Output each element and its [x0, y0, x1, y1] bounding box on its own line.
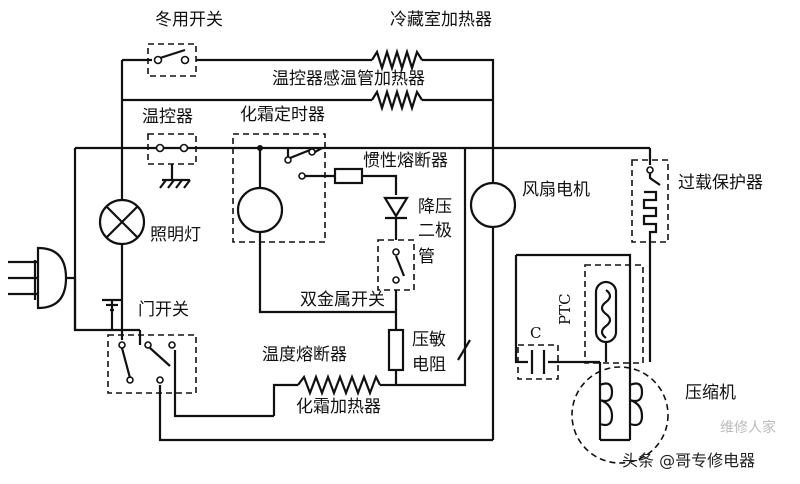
inertia-fuse-label: 惯性熔断器: [363, 151, 448, 171]
defrost-heater-resistor: [297, 373, 381, 397]
fan-motor-label: 风扇电机: [522, 180, 590, 200]
door-switch: [107, 330, 197, 394]
step-down-diode-label-2: 二极: [418, 221, 452, 241]
thermostat-tube-heater-resistor: [371, 88, 423, 112]
thermostat-label: 温控器: [142, 107, 193, 127]
bimetal-switch: [377, 239, 415, 291]
slash-mark: [457, 339, 471, 361]
step-down-diode-label-3: 管: [418, 247, 435, 267]
winter-switch: [147, 43, 197, 77]
watermark-faint: 维修人家: [720, 419, 776, 436]
door-switch-label: 门开关: [138, 300, 189, 320]
ptc-starter: [584, 264, 644, 364]
inertia-fuse: [333, 167, 364, 185]
defrost-timer: [232, 133, 326, 243]
winter-switch-label: 冬用开关: [155, 10, 223, 30]
ptc-label: PTC: [556, 293, 574, 325]
temp-fuse-label: 温度熔断器: [262, 345, 347, 365]
light-label: 照明灯: [150, 225, 201, 245]
fridge-heater-label: 冷藏室加热器: [390, 10, 492, 30]
power-plug-icon: [8, 246, 77, 310]
overload-protector: [631, 159, 669, 243]
varistor: [387, 328, 405, 372]
defrost-heater-label: 化霜加热器: [296, 397, 381, 417]
diode-icon: [383, 196, 409, 220]
capacitor-icon: [517, 344, 559, 380]
bimetal-switch-label: 双金属开关: [300, 290, 385, 310]
step-down-diode-label-1: 降压: [418, 197, 452, 217]
varistor-label-1: 压敏: [412, 330, 446, 350]
light-bulb-icon: [98, 198, 146, 246]
defrost-timer-label: 化霜定时器: [240, 105, 325, 125]
fan-motor-icon: [469, 181, 517, 229]
watermark-text: 头条 @哥专修电器: [622, 451, 755, 470]
thermostat-tube-heater-label: 温控器感温管加热器: [272, 69, 425, 89]
capacitor-label: C: [530, 324, 541, 342]
overload-protector-label: 过载保护器: [678, 173, 763, 193]
varistor-label-2: 电阻: [412, 355, 446, 375]
thermostat-switch: [147, 133, 197, 189]
compressor-icon: [571, 362, 669, 464]
compressor-label: 压缩机: [685, 383, 736, 403]
fridge-heater-resistor: [371, 48, 423, 72]
wiring: [33, 58, 652, 442]
